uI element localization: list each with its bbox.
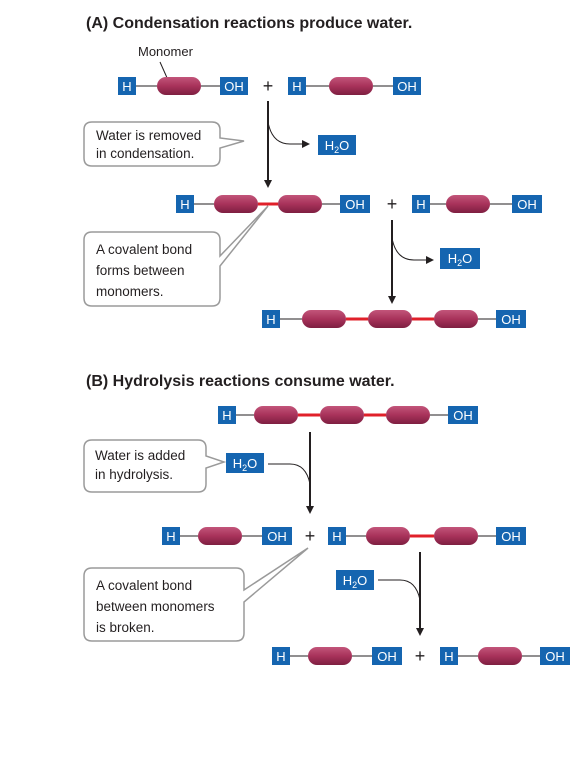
monomer (386, 406, 430, 424)
monomer (198, 527, 242, 545)
svg-text:OH: OH (377, 649, 397, 664)
note-line: is broken. (96, 620, 155, 635)
svg-text:OH: OH (517, 197, 537, 212)
monomer (302, 310, 346, 328)
row-a3: H OH (262, 310, 526, 328)
row-a2: H OH + H OH (176, 194, 542, 214)
svg-text:H: H (180, 197, 189, 212)
monomer (157, 77, 201, 95)
section-b-title: (B) Hydrolysis reactions consume water. (86, 373, 395, 390)
svg-text:H: H (222, 408, 231, 423)
h-box: H (328, 527, 346, 545)
svg-text:H: H (416, 197, 425, 212)
section-a-title: (A) Condensation reactions produce water… (86, 15, 412, 32)
note-line: between monomers (96, 599, 215, 614)
svg-text:H: H (276, 649, 285, 664)
callout-bond-broken (83, 547, 309, 642)
svg-text:H: H (332, 529, 341, 544)
oh-box: OH (496, 310, 526, 328)
h-box: H (440, 647, 458, 665)
svg-text:H2O: H2O (448, 251, 473, 268)
svg-text:H: H (266, 312, 275, 327)
plus-sign: + (387, 194, 398, 214)
water-box: H2O (440, 248, 480, 269)
oh-box: OH (540, 647, 570, 665)
svg-text:OH: OH (345, 197, 365, 212)
oh-box: OH (372, 647, 402, 665)
h-box: H (218, 406, 236, 424)
svg-text:H: H (292, 79, 301, 94)
water-release-arrow (391, 237, 434, 264)
svg-text:OH: OH (397, 79, 417, 94)
row-b1: H OH (218, 406, 478, 424)
monomer (320, 406, 364, 424)
svg-text:OH: OH (453, 408, 473, 423)
row-b3: H OH + H OH (272, 646, 570, 666)
svg-text:H2O: H2O (233, 456, 258, 473)
h-box: H (272, 647, 290, 665)
svg-text:OH: OH (501, 529, 521, 544)
oh-box: OH (512, 195, 542, 213)
monomer (368, 310, 412, 328)
h-box: H (162, 527, 180, 545)
h-box: H (262, 310, 280, 328)
svg-text:OH: OH (224, 79, 244, 94)
note-line: A covalent bond (96, 242, 192, 257)
oh-box: OH (393, 77, 421, 95)
note-line: in condensation. (96, 146, 194, 161)
svg-text:H2O: H2O (325, 138, 350, 155)
monomer (214, 195, 258, 213)
svg-text:OH: OH (501, 312, 521, 327)
callout-water-removed (83, 121, 245, 167)
monomer (446, 195, 490, 213)
monomer (478, 647, 522, 665)
h-box: H (412, 195, 430, 213)
water-release-arrow (267, 121, 310, 148)
oh-box: OH (448, 406, 478, 424)
monomer (278, 195, 322, 213)
svg-text:H: H (444, 649, 453, 664)
oh-box: OH (496, 527, 526, 545)
plus-sign: + (263, 76, 274, 96)
water-box: H2O (226, 453, 264, 473)
h-box: H (118, 77, 136, 95)
water-input-line (378, 579, 421, 601)
monomer (366, 527, 410, 545)
note-line: Water is removed (96, 128, 201, 143)
callout-bond-forms (83, 205, 269, 307)
row-a1: H OH + H OH (118, 76, 421, 96)
svg-text:OH: OH (545, 649, 565, 664)
note-line: Water is added (95, 448, 185, 463)
monomer (434, 310, 478, 328)
oh-box: OH (340, 195, 370, 213)
svg-text:H2O: H2O (343, 573, 368, 590)
monomer (308, 647, 352, 665)
water-input-line (268, 463, 311, 485)
plus-sign: + (305, 526, 316, 546)
note-line: A covalent bond (96, 578, 192, 593)
oh-box: OH (220, 77, 248, 95)
note-line: forms between (96, 263, 185, 278)
plus-sign: + (415, 646, 426, 666)
h-box: H (176, 195, 194, 213)
monomer (254, 406, 298, 424)
svg-text:OH: OH (267, 529, 287, 544)
svg-text:H: H (122, 79, 131, 94)
note-line: in hydrolysis. (95, 467, 173, 482)
oh-box: OH (262, 527, 292, 545)
monomer-label: Monomer (138, 44, 194, 59)
h-box: H (288, 77, 306, 95)
callout-water-added (83, 439, 227, 493)
monomer (434, 527, 478, 545)
water-box: H2O (336, 570, 374, 590)
monomer (329, 77, 373, 95)
svg-text:H: H (166, 529, 175, 544)
water-box: H2O (318, 135, 356, 155)
row-b2: H OH + H OH (162, 526, 526, 546)
note-line: monomers. (96, 284, 164, 299)
